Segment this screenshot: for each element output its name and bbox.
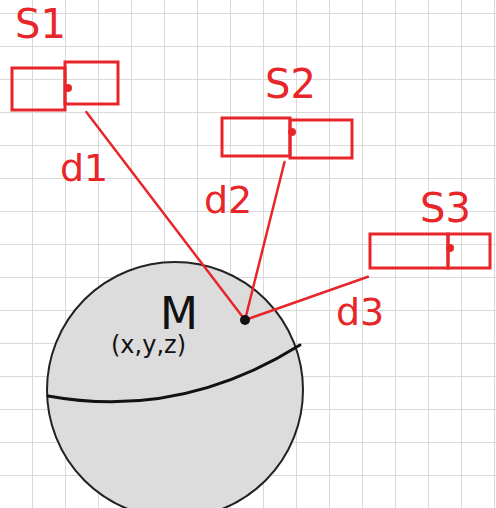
distance-label: d1 (60, 148, 108, 190)
coordinates-label: (x,y,z) (111, 332, 186, 358)
satellite: S1 (10, 2, 122, 112)
satellite-name: S1 (15, 2, 66, 46)
solar-panel (12, 68, 65, 110)
solar-panel (370, 234, 448, 268)
earth-circle (47, 262, 303, 508)
solar-panel (222, 118, 290, 156)
solar-panel (448, 234, 490, 268)
solar-panel (65, 62, 118, 104)
distance-label: d2 (204, 180, 252, 222)
satellite-dot (446, 244, 454, 252)
solar-panel (290, 120, 352, 158)
point-marker: M(x,y,z) (105, 290, 245, 362)
point-dot (240, 315, 250, 325)
distance-label: d3 (336, 292, 384, 334)
satellite: S2 (220, 62, 356, 162)
satellite-name: S2 (265, 62, 316, 106)
satellite-dot (288, 128, 296, 136)
satellite-name: S3 (420, 186, 471, 230)
satellite-dot (64, 84, 72, 92)
satellite: S3 (368, 186, 494, 278)
